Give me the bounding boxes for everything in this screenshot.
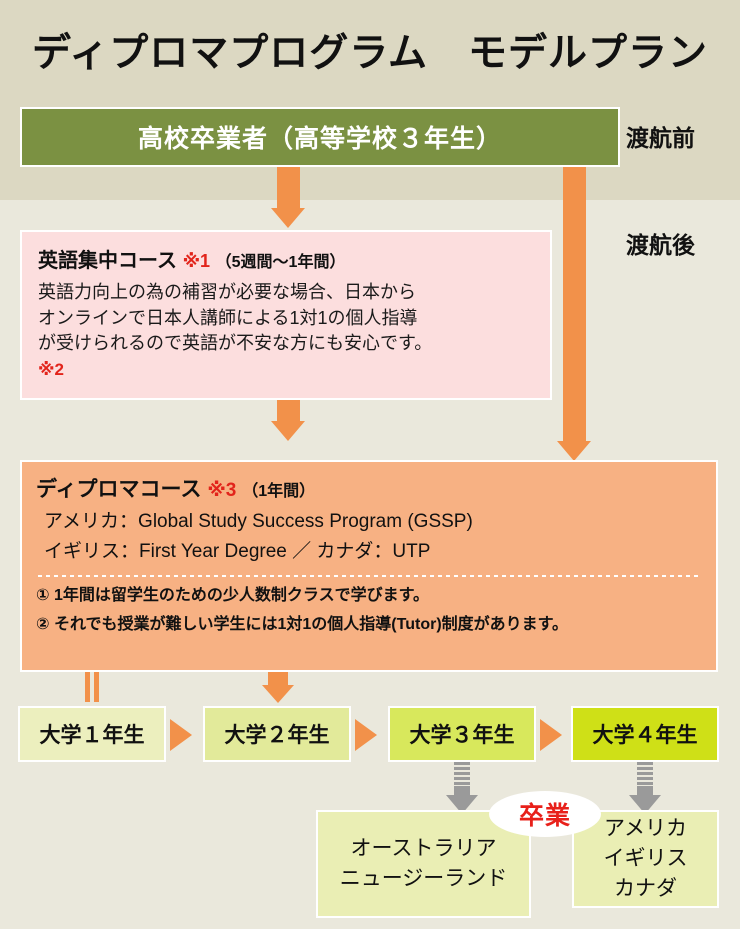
destination-line: オーストラリア [350,837,497,861]
university-year-1-label: 大学１年生 [39,724,145,747]
connector-diploma-to-year2-shaft [268,672,288,686]
diploma-note: ② それでも授業が難しい学生には1対1の個人指導(Tutor)制度があります。 [36,616,569,634]
page-title: ディプロマプログラム モデルプラン [31,32,709,75]
connector-pink-to-diploma-shaft [277,400,300,422]
english-course-body-line: オンラインで日本人講師による1対1の個人指導 [38,307,418,328]
badge-graduation: 卒業 [489,791,601,837]
node-university-year-4: 大学４年生 [571,706,719,762]
connector-green-to-pink-head [271,208,305,228]
university-year-4-label: 大学４年生 [592,724,698,747]
university-year-3-label: 大学３年生 [409,724,515,747]
node-university-year-2: 大学２年生 [203,706,351,762]
english-course-heading: 英語集中コース ※1 （5週間〜1年間） [38,244,534,273]
arrow-year4-to-destination [629,762,661,814]
diploma-course-title: ディプロマコース [36,478,202,501]
node-university-year-3: 大学３年生 [388,706,536,762]
node-english-intensive-course: 英語集中コース ※1 （5週間〜1年間） 英語力向上の為の補習が必要な場合、日本… [20,230,552,400]
english-course-mark: ※1 [182,251,211,271]
node-diploma-course: ディプロマコース ※3 （1年間） アメリカ：Global Study Succ… [20,460,718,672]
node-destination-oceania: オーストラリア ニュージーランド [316,810,531,918]
diploma-course-heading: ディプロマコース ※3 （1年間） [36,473,702,503]
diploma-program-line: イギリス：First Year Degree ／ カナダ：UTP [44,540,431,562]
english-course-body: 英語力向上の為の補習が必要な場合、日本から オンラインで日本人講師による1対1の… [38,280,534,382]
diploma-program-line: アメリカ：Global Study Success Program (GSSP) [44,511,473,532]
connector-diploma-to-year1-bar [94,672,99,702]
destination-line: アメリカ [604,817,687,841]
english-course-title: 英語集中コース [38,250,177,272]
english-course-footnote: ※2 [38,359,64,379]
english-course-duration: （5週間〜1年間） [215,254,346,271]
university-year-2-label: 大学２年生 [224,724,330,747]
arrow-year3-to-year4 [540,719,562,751]
destination-line: ニュージーランド [339,867,508,890]
english-course-body-line: が受けられるので英語が不安な方にも安心です。 [38,333,433,354]
diploma-note: ① 1年間は留学生のための少人数制クラスで学びます。 [36,587,429,605]
arrow-year3-to-destination [446,762,478,814]
english-course-body-line: 英語力向上の為の補習が必要な場合、日本から [38,282,416,302]
arrow-year2-to-year3 [355,719,377,751]
destination-line: カナダ [614,876,677,900]
diploma-course-duration: （1年間） [242,483,316,500]
connector-green-to-diploma-shaft [563,167,586,442]
node-university-year-1: 大学１年生 [18,706,166,762]
connector-diploma-to-year1-bar [85,672,90,702]
destination-line: イギリス [603,847,688,871]
diploma-course-mark: ※3 [207,480,237,501]
connector-green-to-diploma-head [557,441,591,461]
node-high-school-graduate-label: 高校卒業者（高等学校３年生） [137,125,502,153]
connector-pink-to-diploma-head [271,421,305,441]
connector-diploma-to-year2-head [262,685,294,703]
stage-label-post-departure: 渡航後 [626,232,695,258]
node-high-school-graduate: 高校卒業者（高等学校３年生） [20,107,620,167]
arrow-year1-to-year2 [170,719,192,751]
node-destination-northern: アメリカ イギリス カナダ [572,810,719,908]
connector-green-to-pink-shaft [277,167,300,209]
badge-graduation-label: 卒業 [518,802,571,830]
stage-label-pre-departure: 渡航前 [626,125,695,151]
divider-dotted [38,575,700,578]
